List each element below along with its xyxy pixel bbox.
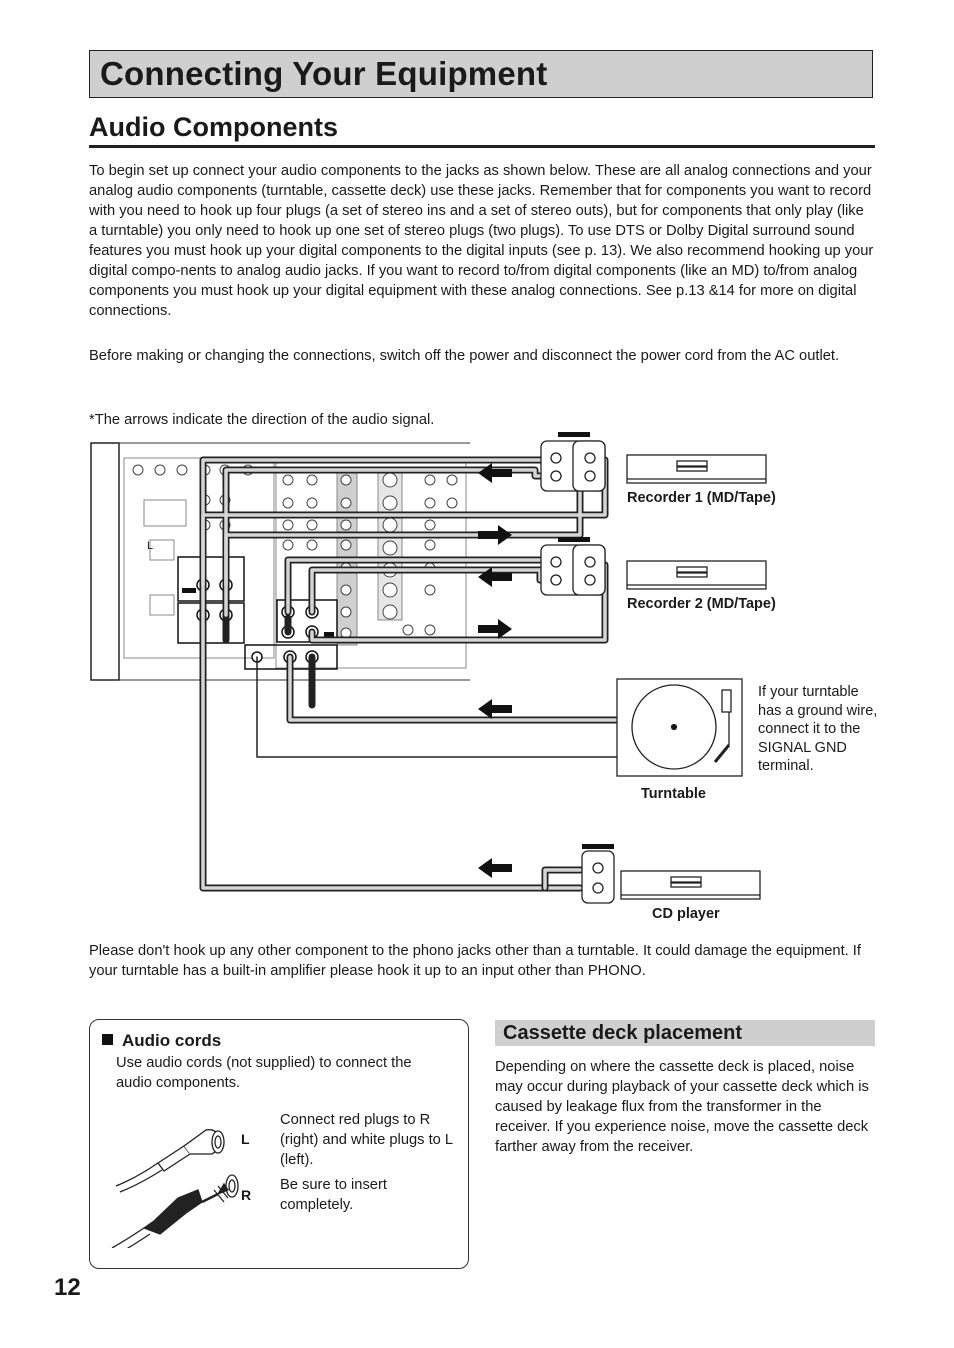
page-title: Connecting Your Equipment — [100, 55, 548, 92]
cables — [199, 451, 624, 892]
arrow-left-icon — [478, 699, 512, 719]
audio-cords-text: Use audio cords (not supplied) to connec… — [116, 1055, 412, 1091]
receiver-jacks — [132, 464, 458, 664]
cd-player-device — [620, 870, 761, 900]
recorder2-label: Recorder 2 (MD/Tape) — [627, 596, 776, 612]
white-plug-icon — [157, 1145, 191, 1172]
section-title: Audio Components — [89, 112, 875, 148]
signal-arrows — [478, 463, 512, 878]
arrow-left-icon — [478, 858, 512, 878]
l-marker: L — [147, 540, 154, 552]
intro-paragraph: To begin set up connect your audio compo… — [89, 163, 874, 319]
red-plug-icon — [142, 1189, 203, 1235]
audio-cords-box: Audio cords Use audio cords (not supplie… — [89, 1019, 469, 1269]
connect-plugs-text: Connect red plugs to R (right) and white… — [280, 1112, 453, 1168]
ground-wire-note: If your turntable has a ground wire, con… — [758, 684, 878, 774]
cassette-heading-bar: Cassette deck placement — [495, 1020, 875, 1046]
arrows-note: *The arrows indicate the direction of th… — [89, 412, 435, 428]
recorder2-jack-marker — [558, 537, 590, 542]
arrow-right-icon — [478, 619, 512, 639]
recorder2-device — [626, 560, 767, 590]
recorder2-marker — [324, 632, 334, 637]
turntable-label: Turntable — [641, 786, 706, 802]
cassette-heading: Cassette deck placement — [503, 1022, 743, 1044]
power-paragraph: Before making or changing the connection… — [89, 348, 840, 364]
cd-player-label: CD player — [652, 906, 720, 922]
rca-plug-illustration — [111, 1129, 239, 1248]
l-plug-label: L — [241, 1131, 250, 1147]
page-number: 12 — [54, 1274, 81, 1301]
arrow-left-icon — [478, 463, 512, 483]
arrow-right-icon — [478, 525, 512, 545]
recorder1-marker — [182, 588, 196, 593]
phono-warning: Please don't hook up any other component… — [89, 943, 861, 979]
square-bullet-icon — [102, 1034, 113, 1045]
cd-jack-marker — [582, 844, 614, 849]
turntable-device — [616, 678, 743, 777]
page-title-bar: Connecting Your Equipment — [89, 50, 873, 98]
recorder1-jack-marker — [558, 432, 590, 437]
r-plug-label: R — [241, 1187, 252, 1203]
recorder1-device — [626, 454, 767, 484]
insert-text: Be sure to insert completely. — [280, 1177, 387, 1213]
audio-cords-heading: Audio cords — [102, 1031, 221, 1051]
connection-diagram — [90, 432, 767, 904]
component-jack-boxes — [540, 440, 615, 904]
arrow-left-icon — [478, 567, 512, 587]
cassette-text: Depending on where the cassette deck is … — [495, 1059, 869, 1155]
recorder1-label: Recorder 1 (MD/Tape) — [627, 490, 776, 506]
